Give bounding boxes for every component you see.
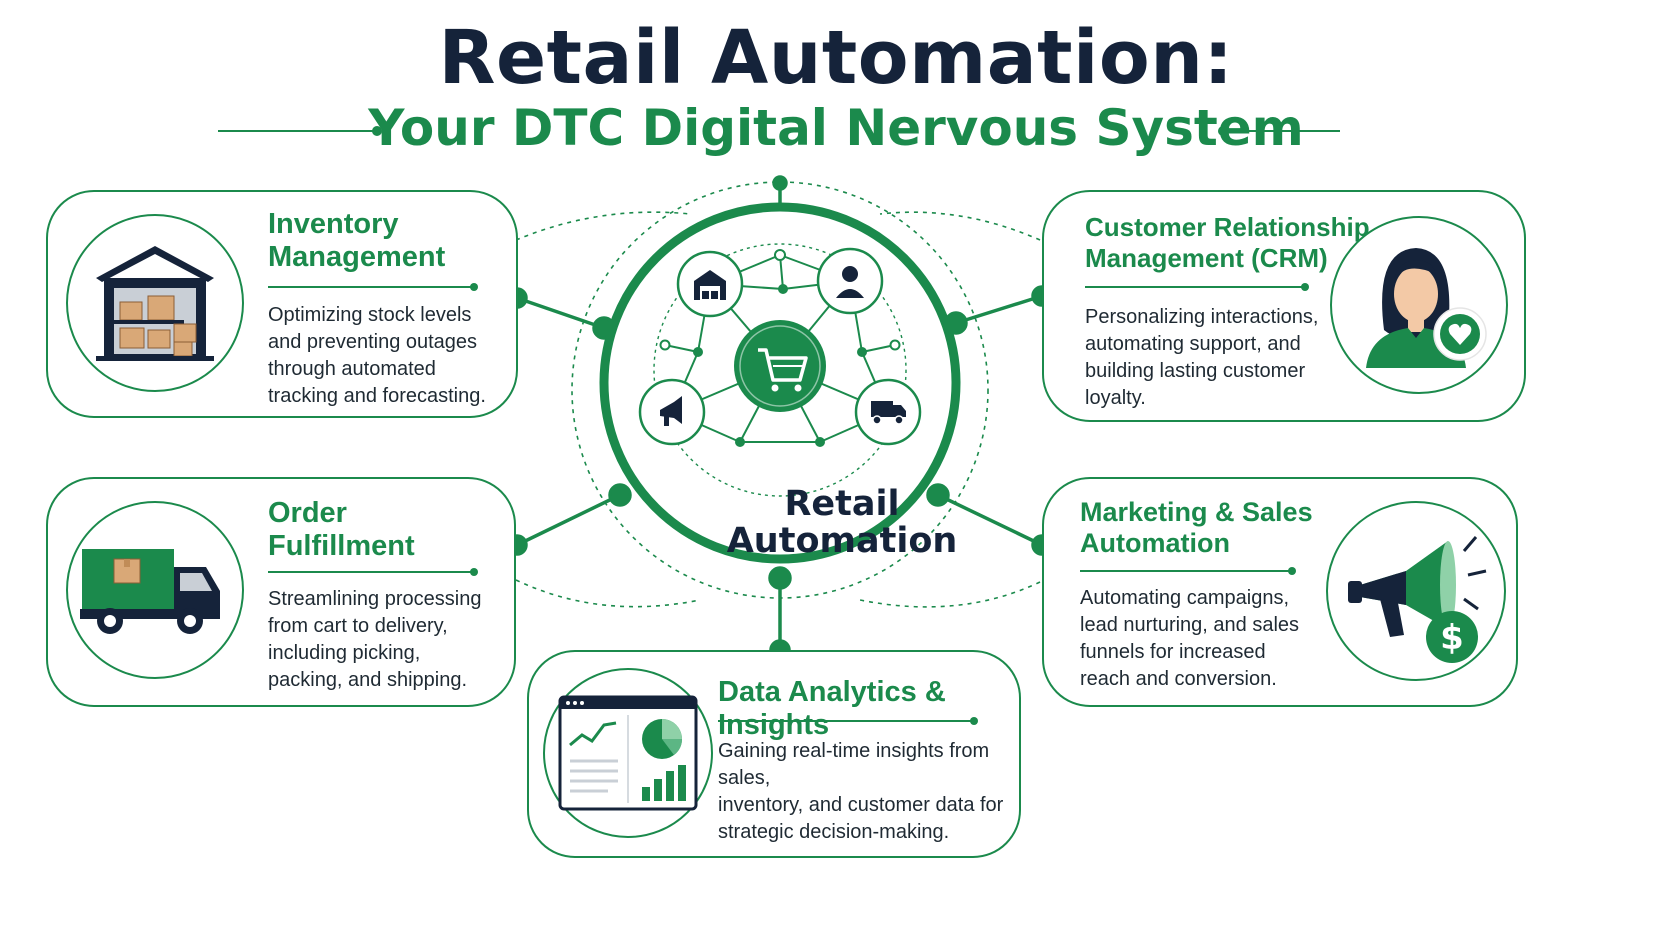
desc-line: Streamlining processing bbox=[268, 588, 482, 610]
card-title-line: Fulfillment bbox=[268, 530, 415, 562]
card-rule bbox=[268, 568, 478, 576]
card-crm: Customer Relationship Management (CRM) P… bbox=[1042, 190, 1526, 422]
subtitle-left-dot bbox=[372, 126, 382, 136]
desc-line: Automating campaigns, bbox=[1080, 587, 1290, 609]
desc-line: including picking, bbox=[268, 642, 421, 664]
card-desc-inventory: Optimizing stock levels and preventing o… bbox=[268, 302, 486, 410]
desc-line: lead nurturing, and sales bbox=[1080, 614, 1300, 636]
shopping-cart-icon bbox=[734, 320, 826, 412]
page-subtitle: Your DTC Digital Nervous System bbox=[368, 99, 1304, 157]
customer-heart-icon bbox=[1366, 248, 1487, 368]
crm-icon-circle bbox=[1330, 216, 1508, 394]
desc-line: packing, and shipping. bbox=[268, 669, 468, 691]
desc-line: Optimizing stock levels bbox=[268, 304, 472, 326]
card-title-line: Data Analytics & Insights bbox=[718, 676, 946, 741]
desc-line: automating support, and bbox=[1085, 333, 1301, 355]
subtitle-left-rule bbox=[218, 130, 376, 132]
card-title-line: Marketing & Sales bbox=[1080, 497, 1313, 527]
hub-inner-dotted-ring bbox=[653, 243, 907, 497]
delivery-truck-icon bbox=[854, 378, 922, 446]
card-desc-analytics: Gaining real-time insights from sales, i… bbox=[718, 738, 1019, 846]
warehouse-icon bbox=[676, 250, 744, 318]
card-title-marketing: Marketing & Sales Automation bbox=[1080, 497, 1313, 559]
desc-line: and preventing outages bbox=[268, 331, 478, 353]
desc-line: through automated bbox=[268, 358, 436, 380]
card-title-line: Customer Relationship bbox=[1085, 212, 1370, 242]
card-title-line: Management bbox=[268, 241, 446, 273]
card-desc-crm: Personalizing interactions, automating s… bbox=[1085, 304, 1318, 412]
card-marketing-sales: Marketing & Sales Automation Automating … bbox=[1042, 477, 1518, 707]
analytics-icon-circle bbox=[543, 668, 713, 838]
megaphone-dollar-icon: $ bbox=[1348, 536, 1487, 663]
desc-line: reach and conversion. bbox=[1080, 668, 1277, 690]
desc-line: loyalty. bbox=[1085, 387, 1146, 409]
hub-label-line1: Retail bbox=[784, 484, 900, 524]
card-title-line: Order bbox=[268, 497, 347, 529]
person-icon bbox=[816, 247, 884, 315]
svg-text:$: $ bbox=[1440, 618, 1464, 658]
desc-line: from cart to delivery, bbox=[268, 615, 448, 637]
card-title-line: Management (CRM) bbox=[1085, 243, 1328, 273]
card-inventory-management: Inventory Management Optimizing stock le… bbox=[46, 190, 518, 418]
card-title-line: Automation bbox=[1080, 528, 1230, 558]
card-title-analytics: Data Analytics & Insights bbox=[718, 676, 1019, 742]
card-data-analytics: Data Analytics & Insights Gaining real-t… bbox=[527, 650, 1021, 858]
desc-line: inventory, and customer data for bbox=[718, 794, 1004, 816]
desc-line: building lasting customer bbox=[1085, 360, 1306, 382]
card-title-line: Inventory bbox=[268, 208, 399, 240]
card-desc-fulfillment: Streamlining processing from cart to del… bbox=[268, 586, 481, 694]
page-title: Retail Automation: bbox=[438, 15, 1234, 101]
desc-line: Personalizing interactions, bbox=[1085, 306, 1319, 328]
warehouse-boxes-icon bbox=[96, 246, 214, 361]
hub-network-nodes bbox=[659, 249, 901, 447]
card-order-fulfillment: Order Fulfillment Streamlining processin… bbox=[46, 477, 516, 707]
desc-line: tracking and forecasting. bbox=[268, 385, 486, 407]
card-desc-marketing: Automating campaigns, lead nurturing, an… bbox=[1080, 585, 1299, 693]
card-rule bbox=[718, 717, 978, 725]
card-rule bbox=[1085, 283, 1309, 291]
fulfillment-icon-circle bbox=[66, 501, 244, 679]
desc-line: strategic decision-making. bbox=[718, 821, 950, 843]
card-title-crm: Customer Relationship Management (CRM) bbox=[1085, 212, 1370, 274]
card-title-inventory: Inventory Management bbox=[268, 208, 445, 274]
card-rule bbox=[1080, 567, 1296, 575]
card-title-fulfillment: Order Fulfillment bbox=[268, 497, 415, 563]
desc-line: Gaining real-time insights from sales, bbox=[718, 740, 990, 789]
marketing-icon-circle: $ bbox=[1326, 501, 1506, 681]
subtitle-right-rule bbox=[1224, 130, 1340, 132]
delivery-truck-icon bbox=[80, 549, 220, 634]
hub-label-line2: Automation bbox=[726, 521, 958, 561]
desc-line: funnels for increased bbox=[1080, 641, 1266, 663]
card-rule bbox=[268, 283, 478, 291]
megaphone-icon bbox=[638, 378, 706, 446]
analytics-dashboard-icon bbox=[558, 695, 698, 811]
hub-label: Retail Automation bbox=[692, 486, 992, 560]
subtitle-right-dot bbox=[1218, 126, 1228, 136]
inventory-icon-circle bbox=[66, 214, 244, 392]
